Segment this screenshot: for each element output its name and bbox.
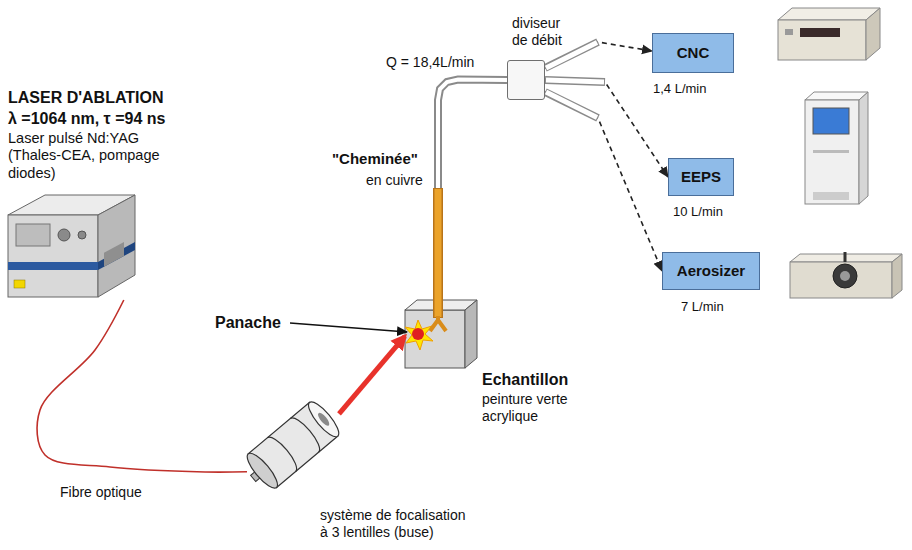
device-title: LASER D'ABLATION: [8, 88, 164, 107]
edge-label: Q = 18,4L/min: [386, 54, 474, 71]
sample-title: Echantillon: [482, 370, 568, 389]
copper-chimney: [435, 189, 442, 317]
flow-rate: 1,4 L/min: [653, 81, 706, 97]
focusing-nozzle: système de focalisation à 3 lentilles (b…: [247, 400, 339, 492]
part-note: en cuivre: [366, 172, 423, 189]
flow-arrow: [545, 80, 668, 177]
laser-device: LASER D'ABLATIONλ =1064 nm, τ =94 nsLase…: [5, 190, 137, 300]
tube-inner: [438, 80, 507, 190]
sampling-tube: [438, 80, 507, 310]
laser-spec: λ =1064 nm, τ =94 ns: [8, 109, 165, 128]
flow-rate: 7 L/min: [681, 299, 724, 315]
instrument-box: Aerosizer7 L/min: [662, 252, 760, 290]
laser-description: Laser pulsé Nd:YAG (Thales-CEA, pompage …: [8, 130, 180, 182]
part-name: Panache: [215, 313, 281, 332]
divider-caption: diviseur de débit: [512, 15, 574, 49]
flow-arrow: [545, 92, 662, 271]
laser-illustration: [8, 195, 135, 297]
instrument-name: EEPS: [681, 168, 721, 186]
instrument-box: EEPS10 L/min: [668, 158, 734, 196]
panache-leader: [290, 323, 407, 332]
plume-burst: [405, 320, 433, 350]
edge-label: Fibre optique: [60, 484, 142, 501]
cnc-device-illustration: [778, 8, 880, 60]
instrument-box: CNC1,4 L/min: [652, 33, 734, 73]
copper-chimney: [433, 188, 443, 318]
sample-chamber: Echantillonpeinture verte acrylique: [405, 310, 465, 368]
divider-tubes: [545, 42, 605, 118]
focusing-nozzle-illustration: [239, 398, 343, 495]
instrument-name: Aerosizer: [677, 262, 745, 280]
sample-description: peinture verte acrylique: [482, 391, 592, 425]
laser-beam: [339, 336, 405, 414]
part-name: "Cheminée": [332, 150, 418, 168]
instrument-name: CNC: [677, 44, 710, 62]
flow-divider: diviseur de débit: [507, 60, 545, 100]
flow-rate: 10 L/min: [673, 204, 723, 220]
copper-fork: [430, 316, 446, 331]
nozzle-caption: système de focalisation à 3 lentilles (b…: [320, 507, 472, 541]
eeps-device-illustration: [805, 92, 868, 204]
aerosizer-device-illustration: [790, 252, 902, 298]
